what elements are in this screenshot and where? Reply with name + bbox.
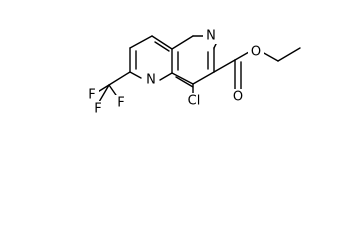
bond-c3-carbonyl <box>213 59 236 73</box>
bond-c4-c8a-inner <box>175 76 194 88</box>
bond-c7-cf3 <box>108 71 131 86</box>
atom-labels: N N Cl O O F F F <box>85 28 264 117</box>
bonds <box>95 35 301 103</box>
bond-ch2-ch3 <box>277 47 301 62</box>
atom-chlorine: Cl <box>188 94 201 109</box>
bond-c4a-c5 <box>171 35 194 50</box>
bond-c4-c8a <box>171 72 194 85</box>
bond-cf3-f-bottom <box>98 84 110 103</box>
molecule-drawing: N N Cl O O F F F <box>85 28 301 117</box>
atom-oxygen-carbonyl: O <box>233 90 243 105</box>
atom-oxygen-ether: O <box>251 45 261 60</box>
atom-nitrogen-top: N <box>206 29 216 44</box>
structure-canvas: N N Cl O O F F F <box>85 28 301 117</box>
atom-fluorine-bottom: F <box>94 102 101 117</box>
bond-c3-c4 <box>192 71 215 85</box>
atom-fluorine-right: F <box>117 96 124 111</box>
atom-nitrogen-bottom: N <box>146 73 156 88</box>
bond-c5-c6 <box>151 35 173 50</box>
atom-fluorine-left: F <box>88 88 95 103</box>
bond-n1-c8a <box>159 72 173 81</box>
bond-c6-c7 <box>129 35 153 49</box>
bond-c5-c6-inner <box>154 41 170 52</box>
bond-o-ch2 <box>261 51 279 62</box>
bond-c8-n1 <box>129 71 142 79</box>
bond-c-o-ether <box>234 51 250 61</box>
